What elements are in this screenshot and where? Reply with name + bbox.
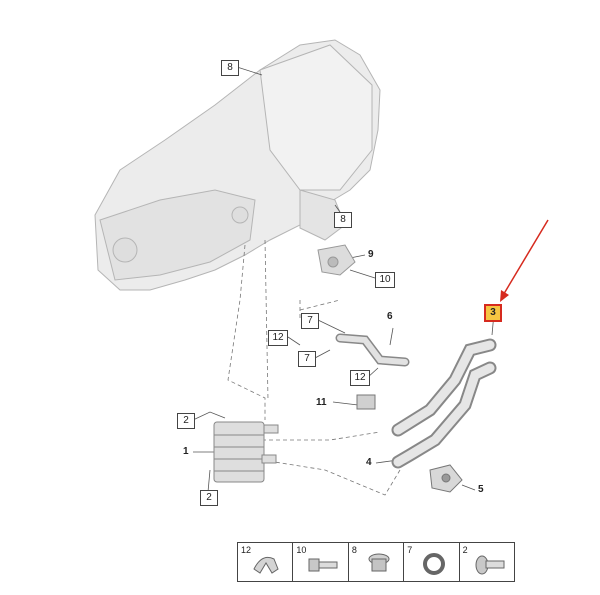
callout-10: 10 — [375, 272, 395, 288]
parts-legend: 12 10 8 7 2 — [237, 542, 515, 582]
plug-icon — [368, 553, 390, 572]
legend-number: 7 — [407, 545, 413, 555]
transmission-housing — [94, 39, 381, 291]
bracket-9 — [317, 244, 356, 276]
hose-6 — [335, 333, 410, 367]
hose-clamp-icon — [253, 556, 279, 574]
callout-3-highlighted[interactable]: 3 — [484, 304, 502, 322]
callout-12-upper: 12 — [268, 330, 288, 346]
callout-4: 4 — [366, 457, 372, 468]
callout-7-upper: 7 — [301, 313, 319, 329]
oil-cooler — [213, 421, 279, 483]
callout-2-lower: 2 — [200, 490, 218, 506]
hose-3 — [391, 338, 497, 437]
callout-7-lower: 7 — [298, 351, 316, 367]
flange-bolt-icon — [475, 555, 505, 575]
callout-8-right: 8 — [334, 212, 352, 228]
legend-number: 12 — [241, 545, 252, 555]
callout-6: 6 — [387, 311, 393, 322]
hose-4 — [391, 361, 497, 469]
legend-cell-10: 10 — [293, 543, 349, 581]
legend-cell-8: 8 — [349, 543, 405, 581]
callout-9: 9 — [368, 249, 374, 260]
legend-cell-7: 7 — [404, 543, 460, 581]
bracket-11 — [356, 394, 376, 410]
bolt-icon — [308, 558, 338, 572]
o-ring-icon — [423, 553, 446, 575]
legend-number: 10 — [296, 545, 307, 555]
legend-number: 2 — [462, 545, 468, 555]
callout-1: 1 — [183, 446, 189, 457]
callout-5: 5 — [478, 484, 484, 495]
red-arrow — [500, 219, 549, 302]
callout-8-top: 8 — [221, 60, 239, 76]
callout-12-lower: 12 — [350, 370, 370, 386]
legend-number: 8 — [351, 545, 357, 555]
dashed-routing — [227, 239, 401, 496]
legend-cell-2: 2 — [460, 543, 514, 581]
legend-cell-12: 12 — [238, 543, 294, 581]
callout-2-upper: 2 — [177, 413, 195, 429]
callout-11: 11 — [316, 397, 327, 408]
clamp-5 — [429, 464, 463, 493]
